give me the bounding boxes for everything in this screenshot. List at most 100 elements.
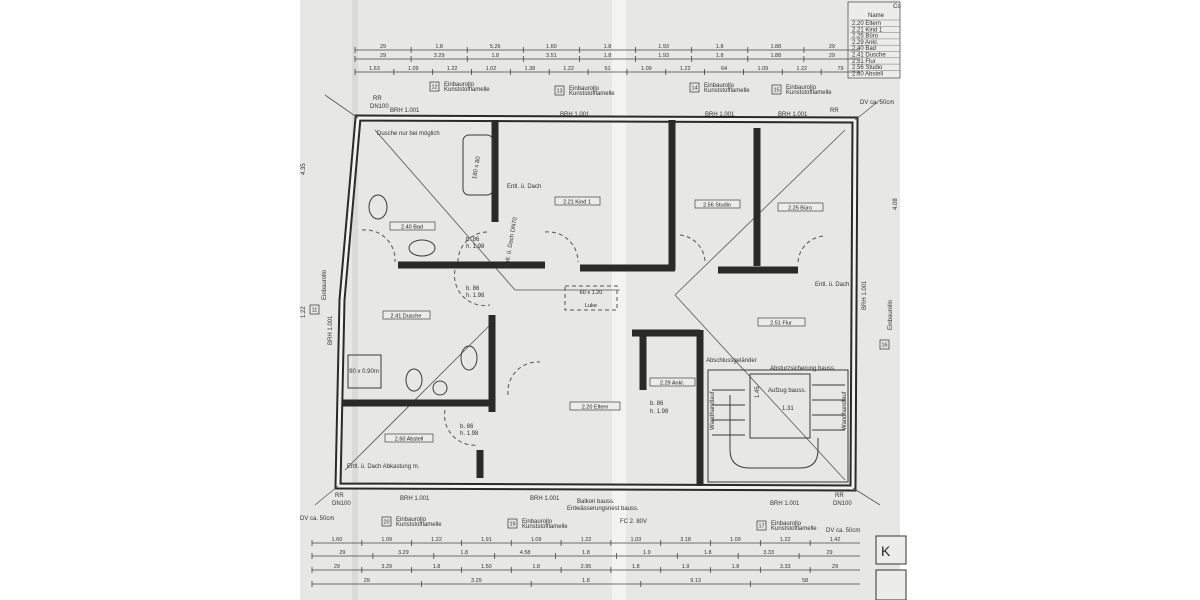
room-eltern: 2.20 Eltern [582, 405, 609, 411]
dimension-value: 3.29 [471, 578, 482, 584]
hatch-size: 60 x 1.20 [580, 290, 603, 296]
window-number-box [429, 81, 440, 92]
dimension-value: 1.09 [408, 66, 419, 72]
dimension-value: 1.8 [716, 53, 724, 59]
dimension-value: 29 [380, 53, 386, 59]
window-number: 20 [383, 520, 389, 526]
legend-row: 2.60 Abstell [852, 71, 883, 77]
window-number: 11 [312, 308, 318, 314]
svg-text:h. 1.98: h. 1.98 [466, 244, 485, 250]
dimension-value: 9.13 [690, 578, 701, 584]
window-type: Einbaurollo [786, 85, 817, 91]
svg-text:b. 86: b. 86 [466, 237, 480, 243]
window-type: Einbaurollo [569, 86, 600, 92]
dimension-value: 1.22 [680, 66, 691, 72]
roof-line [854, 99, 881, 121]
washbasin [460, 345, 478, 371]
dimension-value: 1.63 [369, 66, 380, 72]
interior-walls [342, 120, 798, 486]
dimension-value: 4.58 [520, 550, 531, 556]
legend-header: Name [868, 13, 885, 19]
svg-text:BRH 1.001: BRH 1.001 [560, 112, 590, 118]
svg-text:Aufzug bauss.: Aufzug bauss. [768, 388, 806, 394]
svg-text:DN100: DN100 [833, 501, 852, 507]
sanitary-fixtures: 90 x 0.90m 180 x 80 [347, 134, 494, 396]
svg-text:RR: RR [835, 493, 844, 499]
dimension-value: 1.22 [581, 537, 592, 543]
svg-text:BRH 1.001: BRH 1.001 [530, 496, 560, 502]
window-material: Kunststofflamelle [704, 88, 750, 94]
window-type: Einbaurollo [771, 521, 802, 527]
tub-size: 180 x 80 [472, 155, 482, 179]
dimension-value: 1.8 [604, 44, 612, 50]
svg-text:b. 86: b. 86 [460, 424, 474, 430]
window-type: Einbaurollo [396, 517, 427, 523]
hatch-label: Luke [585, 303, 597, 309]
svg-text:Einbaurollo: Einbaurollo [322, 269, 328, 300]
window-number: 17 [758, 524, 764, 530]
window-type: Einbaurollo [704, 83, 735, 89]
window-material: Kunststofflamelle [569, 91, 615, 97]
svg-text:h. 1.98: h. 1.98 [466, 293, 485, 299]
svg-text:BRH 1.001: BRH 1.001 [770, 501, 800, 507]
staircase [707, 369, 849, 483]
dimension-value: 3.18 [680, 537, 691, 543]
room-ankl: 2.29 Ankl. [660, 381, 685, 387]
window-material: Kunststofflamelle [396, 522, 442, 528]
door-swings [361, 229, 826, 446]
title-block-letter: K [881, 543, 891, 559]
dimension-value: 1.03 [630, 537, 641, 543]
dimension-value: 29 [364, 578, 370, 584]
svg-text:Wandhandlauf: Wandhandlauf [710, 391, 716, 430]
window-material: Kunststofflamelle [771, 526, 817, 532]
window-number-box [507, 518, 518, 529]
svg-text:DN100: DN100 [332, 501, 351, 507]
svg-text:BRH 1.001: BRH 1.001 [390, 108, 420, 114]
dimension-value: 29 [829, 53, 835, 59]
window-material: Kunststofflamelle [522, 524, 568, 530]
toilet [405, 368, 423, 392]
window-type: Einbaurollo [444, 82, 475, 88]
window-number: 19 [509, 522, 515, 528]
dimension-value: 1.8 [604, 53, 612, 59]
dimension-value: 1.8 [491, 53, 499, 59]
room-bad: 2.40 Bad [401, 225, 423, 231]
svg-text:Balkon bauss.: Balkon bauss. [577, 499, 615, 505]
svg-text:DN100: DN100 [370, 104, 389, 110]
dimension-value: 1.8 [704, 550, 712, 556]
dimension-value: 29 [829, 44, 835, 50]
dimension-value: 1.42 [830, 537, 841, 543]
window-number: 12 [431, 85, 437, 91]
paper-sheet [300, 0, 900, 600]
legend-row: 2.40 Bad [852, 46, 876, 52]
room-dusche: 2.41 Dusche [391, 314, 422, 320]
dimension-value: 1.22 [780, 537, 791, 543]
dimension-value: 1.8 [632, 564, 640, 570]
window-material: Kunststofflamelle [786, 90, 832, 96]
svg-text:h. 1.98: h. 1.98 [650, 409, 669, 415]
room-buero: 2.25 Büro [788, 206, 812, 212]
annotations: BRH 1.001 BRH 1.001 BRH 1.001 BRH 1.001 … [300, 96, 899, 534]
room-labels: 2.40 Bad 2.21 Kind 1 2.56 Studio 2.25 Bü… [382, 196, 824, 443]
dimension-value: 29 [826, 550, 832, 556]
ridge-line [674, 294, 846, 481]
window-type: Einbaurollo [522, 519, 553, 525]
svg-text:b. 86: b. 86 [466, 286, 480, 292]
shower-size: 90 x 0.90m [349, 369, 379, 375]
svg-text:BRH 1.001: BRH 1.001 [400, 496, 430, 502]
window-number: 14 [691, 86, 697, 92]
legend-row: 2.20 Eltern [852, 21, 881, 27]
dimension-value: 1.02 [486, 66, 497, 72]
legend-row: 2.21 Kind 1 [852, 27, 883, 33]
dimension-value: 79 [838, 66, 844, 72]
window-number: 13 [556, 89, 562, 95]
dimension-value: 2.95 [581, 564, 592, 570]
shower-tray [347, 354, 382, 389]
dimension-value: 3.29 [398, 550, 409, 556]
bathtub [462, 134, 494, 196]
svg-text:RR: RR [335, 493, 344, 499]
svg-text:1.22: 1.22 [301, 306, 307, 318]
